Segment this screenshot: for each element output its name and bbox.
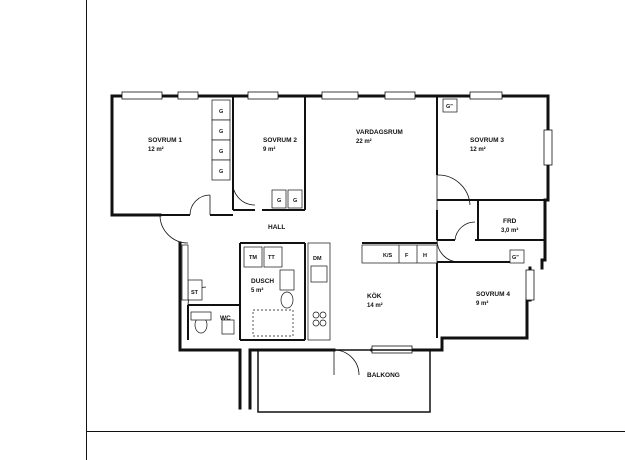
bathroom-fixtures	[187, 246, 295, 337]
wardrobes-sovrum2	[271, 189, 303, 209]
fixture-h: H	[423, 253, 427, 259]
windows-right	[371, 129, 553, 354]
room-label-balkong: BALKONG	[367, 372, 400, 379]
room-label-dusch: DUSCH	[251, 278, 274, 285]
door-swings	[159, 174, 476, 376]
fixture-gh-sovrum3: G"	[446, 104, 453, 110]
fixture-f: F	[405, 253, 409, 259]
windows-top	[121, 91, 503, 100]
room-area-frd: 3,0 m²	[501, 227, 518, 234]
room-area-kok: 14 m²	[367, 302, 383, 309]
wardrobe-sovrum3	[442, 98, 458, 113]
room-label-sovrum3: SOVRUM 3	[470, 137, 504, 144]
room-label-sovrum4: SOVRUM 4	[476, 291, 510, 298]
fixture-g-5: G	[277, 198, 281, 204]
room-area-sovrum1: 12 m²	[148, 146, 164, 153]
room-area-sovrum3: 12 m²	[470, 146, 486, 153]
fixture-tt: TT	[268, 255, 275, 261]
balcony-outline	[257, 349, 431, 413]
fixture-tm: TM	[249, 255, 257, 261]
room-area-sovrum4: 9 m²	[476, 300, 488, 307]
room-label-wc: WC	[220, 315, 231, 322]
shaft-markers	[181, 244, 189, 301]
fixture-gh-sovrum4: G"	[512, 255, 519, 261]
interior-walls	[160, 96, 545, 341]
fixture-g-4: G	[219, 169, 223, 175]
fixture-g-1: G	[219, 109, 223, 115]
room-label-kok: KÖK	[367, 291, 382, 300]
kitchen-counter	[307, 242, 438, 341]
room-area-sovrum2: 9 m²	[263, 146, 275, 153]
fixture-st: ST	[191, 290, 199, 296]
fixture-dm: DM	[313, 256, 322, 262]
room-label-sovrum1: SOVRUM 1	[148, 137, 182, 144]
page-frame	[86, 0, 625, 460]
room-label-hall: HALL	[268, 224, 285, 231]
fixture-g-6: G	[293, 198, 297, 204]
room-label-vardagsrum: VARDAGSRUM	[356, 129, 403, 136]
room-area-vardagsrum: 22 m²	[356, 138, 372, 145]
fixture-g-3: G	[219, 149, 223, 155]
wardrobes-sovrum1	[211, 99, 231, 181]
wardrobe-sovrum4	[509, 249, 525, 264]
room-area-dusch: 5 m²	[251, 287, 263, 294]
fixture-g-2: G	[219, 129, 223, 135]
fixture-ks: K/S	[383, 253, 393, 259]
room-label-frd: FRD	[503, 218, 517, 225]
room-label-sovrum2: SOVRUM 2	[263, 137, 297, 144]
